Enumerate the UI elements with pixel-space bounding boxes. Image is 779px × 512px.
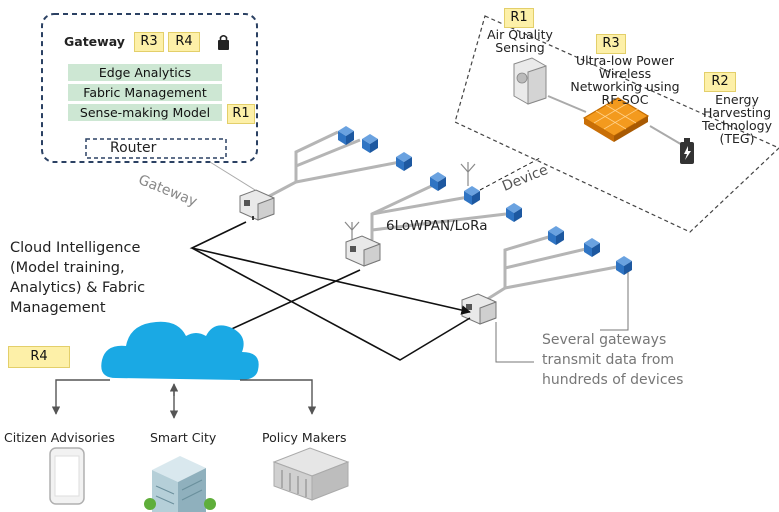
device-link-dashed bbox=[479, 157, 541, 191]
energy-line-4: (TEG) bbox=[719, 131, 755, 146]
building-icon bbox=[144, 456, 216, 512]
device-links-3 bbox=[485, 234, 623, 302]
cloud-icon bbox=[101, 321, 259, 380]
wireless-line-4: RF-SOC bbox=[601, 92, 649, 107]
arrow-gateway-2-to-cloud bbox=[211, 269, 361, 339]
gateway-device-1 bbox=[239, 189, 275, 221]
air-quality-line-1: Air Quality bbox=[487, 27, 553, 42]
device-cube bbox=[362, 134, 378, 153]
module-edge-analytics: Edge Analytics bbox=[68, 64, 222, 81]
note-line-3: hundreds of devices bbox=[542, 372, 684, 388]
cloud-text-line-4: Management bbox=[10, 300, 106, 316]
device-cubes bbox=[338, 126, 632, 275]
wireless-line-2: Wireless bbox=[598, 66, 652, 81]
energy-line-3: Technology bbox=[701, 118, 773, 133]
government-building-icon bbox=[272, 447, 350, 501]
air-quality-line-2: Sensing bbox=[495, 40, 545, 55]
device-detail-box bbox=[454, 15, 779, 233]
cloud-stakeholder-arrows bbox=[51, 379, 317, 419]
arrow-to-citizen bbox=[51, 379, 110, 415]
note-pointer-lines bbox=[495, 272, 629, 363]
device-cube bbox=[548, 226, 564, 245]
rf-soc-chip-icon bbox=[582, 97, 650, 142]
air-quality-label: Air Quality Sensing bbox=[480, 28, 560, 54]
phone-icon bbox=[49, 447, 85, 505]
wireless-label: Ultra-low Power Wireless Networking usin… bbox=[560, 54, 690, 106]
device-cube bbox=[506, 203, 522, 222]
device-links-1 bbox=[261, 130, 401, 202]
device-links-2 bbox=[370, 180, 507, 240]
gateway-callout-line bbox=[209, 161, 256, 191]
arrow-to-gateway-3 bbox=[189, 221, 471, 315]
tag-r3-wireless: R3 bbox=[596, 34, 626, 54]
gateway-device-2 bbox=[345, 235, 381, 267]
wireless-line-3: Networking using bbox=[570, 79, 680, 94]
energy-line-2: Harvesting bbox=[702, 105, 772, 120]
device-cube bbox=[464, 186, 480, 205]
wireless-line-1: Ultra-low Power bbox=[576, 53, 674, 68]
arrow-to-policy bbox=[240, 379, 317, 415]
tag-r4-gateway: R4 bbox=[168, 32, 200, 52]
lock-icon bbox=[218, 34, 229, 50]
air-quality-sensor-icon bbox=[513, 57, 547, 105]
device-cube bbox=[396, 152, 412, 171]
link-cloud-gateway-3 bbox=[191, 247, 471, 361]
device-cube bbox=[616, 256, 632, 275]
gateway-detail-box bbox=[41, 13, 258, 163]
stakeholder-smart-city: Smart City bbox=[150, 430, 217, 445]
gateways-note: Several gateways transmit data from hund… bbox=[542, 330, 683, 390]
tag-r1-gateway: R1 bbox=[227, 104, 255, 124]
router-box bbox=[85, 138, 227, 159]
note-line-2: transmit data from bbox=[542, 352, 675, 368]
protocol-label: 6LoWPAN/LoRa bbox=[386, 218, 488, 234]
sensor-chip-link bbox=[547, 95, 587, 113]
teg-battery-icon bbox=[680, 138, 694, 164]
router-label: Router bbox=[110, 140, 157, 156]
cloud-text-line-1: Cloud Intelligence bbox=[10, 240, 141, 256]
antenna-1 bbox=[460, 162, 476, 186]
device-cube bbox=[430, 172, 446, 191]
note-line-1: Several gateways bbox=[542, 332, 667, 348]
cloud-text-line-2: (Model training, bbox=[10, 260, 125, 276]
tag-r1-air: R1 bbox=[504, 8, 534, 28]
device-cube bbox=[338, 126, 354, 145]
stakeholder-policy-makers: Policy Makers bbox=[262, 430, 347, 445]
tag-r2-energy: R2 bbox=[704, 72, 736, 92]
chip-teg-link bbox=[649, 125, 685, 147]
cloud-text-line-3: Analytics) & Fabric bbox=[10, 280, 146, 296]
stakeholder-citizen-advisories: Citizen Advisories bbox=[4, 430, 115, 445]
cloud-intelligence-text: Cloud Intelligence (Model training, Anal… bbox=[10, 238, 145, 318]
energy-label: Energy Harvesting Technology (TEG) bbox=[696, 93, 778, 145]
device-cube bbox=[584, 238, 600, 257]
energy-line-1: Energy bbox=[715, 92, 759, 107]
tag-r3-gateway: R3 bbox=[134, 32, 164, 52]
module-sense-making-model: Sense-making Model bbox=[68, 104, 222, 121]
gateway-box-title: Gateway bbox=[64, 34, 125, 49]
cloud-gateway-links bbox=[189, 216, 471, 361]
module-fabric-management: Fabric Management bbox=[68, 84, 222, 101]
tag-r4-cloud: R4 bbox=[8, 346, 70, 368]
